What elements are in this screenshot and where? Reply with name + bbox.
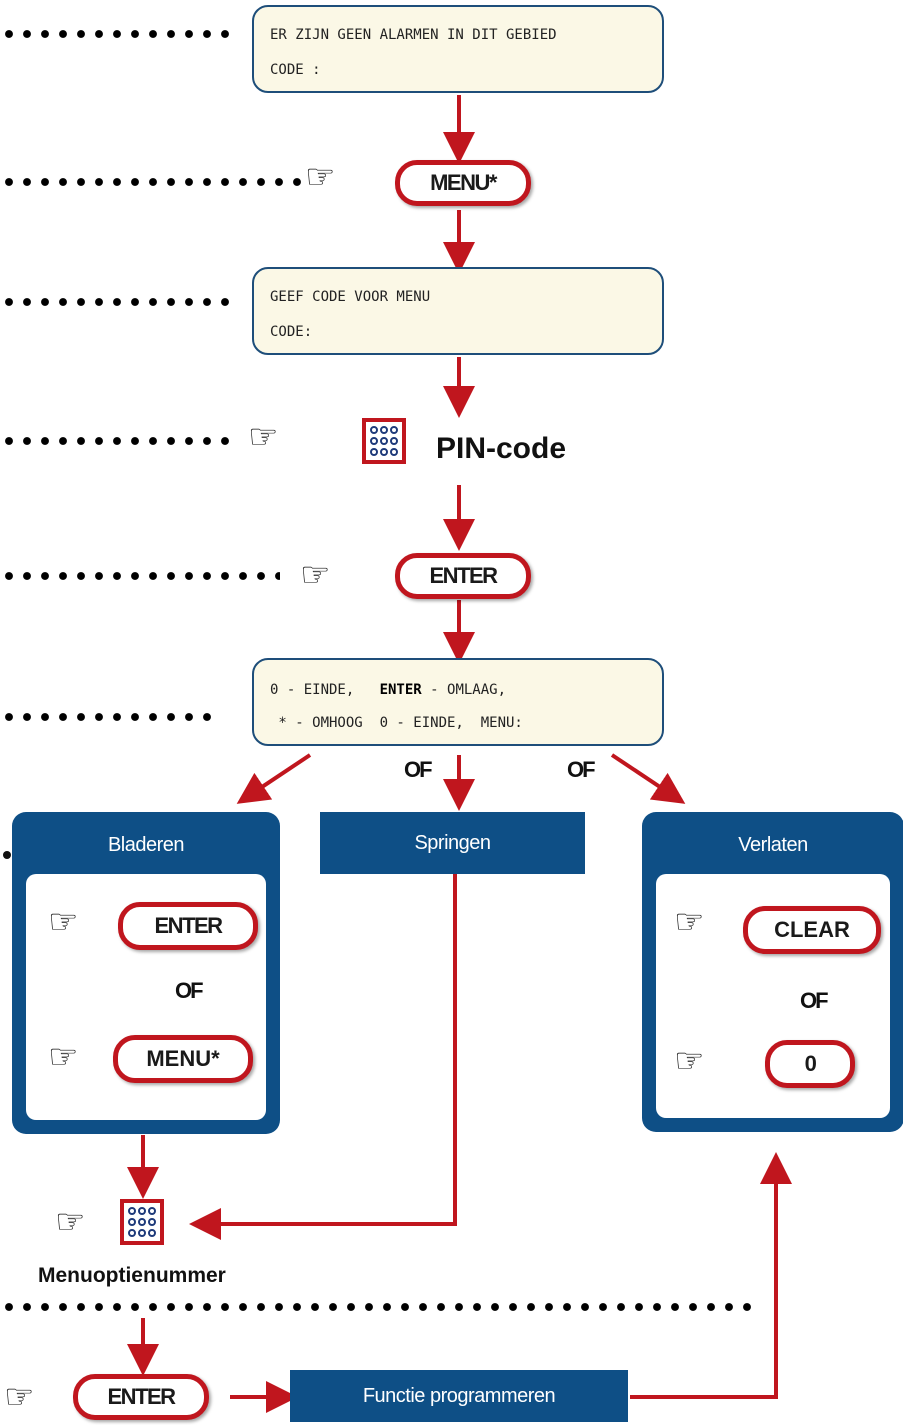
arrow-lcd3-to-verlaten	[610, 753, 686, 804]
pointing-hand-icon: ☞	[48, 902, 79, 942]
dotted-line-7	[0, 1303, 756, 1311]
arrow-function-to-verlaten	[630, 1152, 792, 1399]
dotted-line-4	[0, 437, 236, 445]
lcd-idle-line2: CODE :	[270, 62, 321, 78]
lcd-code-line1: GEEF CODE VOOR MENU	[270, 289, 431, 305]
bladeren-enter-key[interactable]: ENTER	[118, 902, 258, 950]
pointing-hand-icon: ☞	[305, 157, 336, 197]
verlaten-zero-key[interactable]: 0	[765, 1040, 855, 1088]
or-label: OF	[800, 988, 829, 1013]
or-label: OF	[567, 757, 596, 782]
lcd-screen-code: GEEF CODE VOOR MENU CODE:	[252, 267, 664, 355]
pointing-hand-icon: ☞	[674, 1041, 705, 1081]
dotted-line-5	[0, 572, 280, 580]
lcd-idle-line1: ER ZIJN GEEN ALARMEN IN DIT GEBIED	[270, 27, 557, 43]
dotted-line-1	[0, 30, 236, 38]
pointing-hand-icon: ☞	[248, 417, 279, 457]
verlaten-clear-key[interactable]: CLEAR	[743, 906, 881, 954]
pointing-hand-icon: ☞	[674, 902, 705, 942]
menu-key[interactable]: MENU*	[395, 160, 531, 206]
pointing-hand-icon: ☞	[55, 1202, 86, 1242]
keypad-icon	[120, 1199, 164, 1245]
panel-springen: Springen	[320, 812, 585, 874]
panel-bladeren: Bladeren	[12, 812, 280, 1134]
dotted-line-6	[0, 713, 220, 721]
arrow-lcd3-to-bladeren	[236, 753, 312, 804]
keypad-icon	[362, 418, 406, 464]
lcd-menu-enter-bold: ENTER	[379, 682, 422, 698]
lcd-menu-line1-part1: 0 - EINDE,	[270, 682, 380, 698]
connector-dot	[3, 851, 11, 859]
enter-key[interactable]: ENTER	[395, 553, 531, 599]
panel-bladeren-title: Bladeren	[107, 834, 185, 856]
pointing-hand-icon: ☞	[48, 1037, 79, 1077]
function-program-bar: Functie programmeren	[290, 1370, 628, 1422]
pin-code-label: PIN-code	[436, 432, 567, 465]
or-label: OF	[404, 757, 433, 782]
lcd-code-line2: CODE:	[270, 324, 313, 340]
bladeren-menu-key[interactable]: MENU*	[113, 1035, 253, 1083]
pointing-hand-icon: ☞	[300, 555, 331, 595]
final-enter-key[interactable]: ENTER	[73, 1374, 209, 1420]
lcd-screen-idle: ER ZIJN GEEN ALARMEN IN DIT GEBIED CODE …	[252, 5, 664, 93]
or-label: OF	[175, 978, 204, 1003]
dotted-line-2	[0, 178, 306, 186]
dotted-line-3	[0, 298, 236, 306]
lcd-menu-line1: 0 - EINDE, ENTER - OMLAAG,	[270, 682, 506, 698]
panel-verlaten-title: Verlaten	[738, 834, 808, 856]
lcd-menu-line2: * - OMHOOG 0 - EINDE, MENU:	[270, 715, 523, 731]
pointing-hand-icon: ☞	[4, 1377, 35, 1417]
lcd-menu-line1-part2: - OMLAAG,	[421, 682, 507, 698]
arrow-springen-to-keypad	[189, 862, 457, 1240]
panel-verlaten: Verlaten	[642, 812, 903, 1132]
menu-option-number-label: Menuoptienummer	[38, 1264, 226, 1287]
lcd-screen-menu: 0 - EINDE, ENTER - OMLAAG, * - OMHOOG 0 …	[252, 658, 664, 746]
